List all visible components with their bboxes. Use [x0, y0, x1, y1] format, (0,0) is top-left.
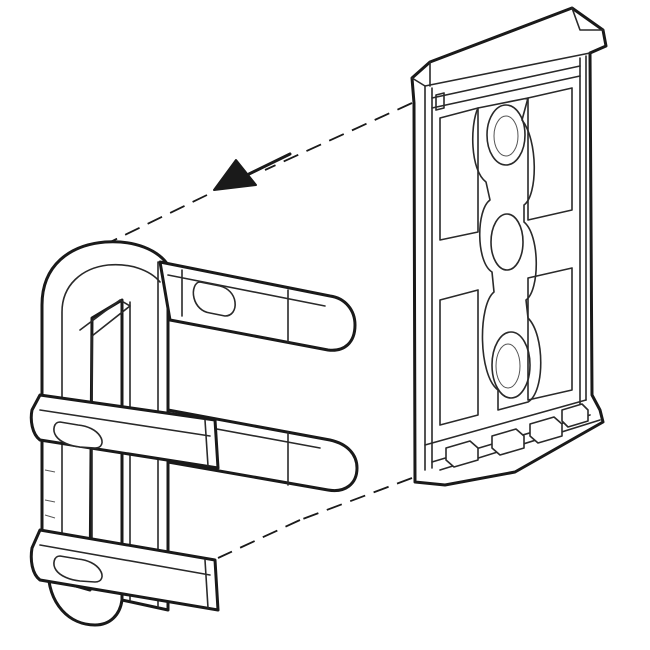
clip: [29, 240, 359, 627]
clip-spine-hairline: [44, 469, 56, 519]
direction-arrow: [213, 152, 292, 191]
plate-center-channel: [471, 97, 542, 411]
clip-upper-slot: [192, 281, 236, 317]
plate-top-nub: [435, 92, 445, 111]
assembly-guide-lines: [99, 102, 413, 559]
plate-top-rail: [431, 65, 581, 109]
plate-outline: [410, 6, 608, 487]
plate-lower-window: [439, 267, 573, 426]
plate-upper-window: [439, 87, 573, 241]
guide-line-bottom: [217, 519, 301, 559]
mounting-plate: [410, 6, 608, 487]
guide-line-upper: [99, 194, 208, 248]
plate-front-frame: [424, 55, 587, 471]
guide-line-lower: [299, 477, 413, 521]
plate-hole-middle: [490, 213, 524, 271]
clip-upper-wing: [29, 393, 220, 470]
clip-upper-wing-edge: [39, 409, 211, 467]
plate-teeth: [445, 403, 589, 468]
clip-lower-wing-edge: [39, 544, 211, 609]
clip-lower-wing: [29, 528, 220, 612]
clip-lower-wing-slot: [53, 555, 103, 583]
arrow-head: [213, 159, 257, 191]
clip-upper-prong-face: [167, 269, 326, 343]
plate-hole-top: [486, 104, 526, 166]
guide-line-top: [264, 102, 413, 171]
plate-hole-bottom: [491, 331, 531, 399]
arrow-shaft: [247, 152, 292, 176]
clip-spine-inner: [61, 263, 161, 561]
clip-upper-wing-slot: [53, 421, 103, 449]
clip-spine: [40, 240, 170, 612]
plate-top-ridge: [571, 7, 604, 31]
